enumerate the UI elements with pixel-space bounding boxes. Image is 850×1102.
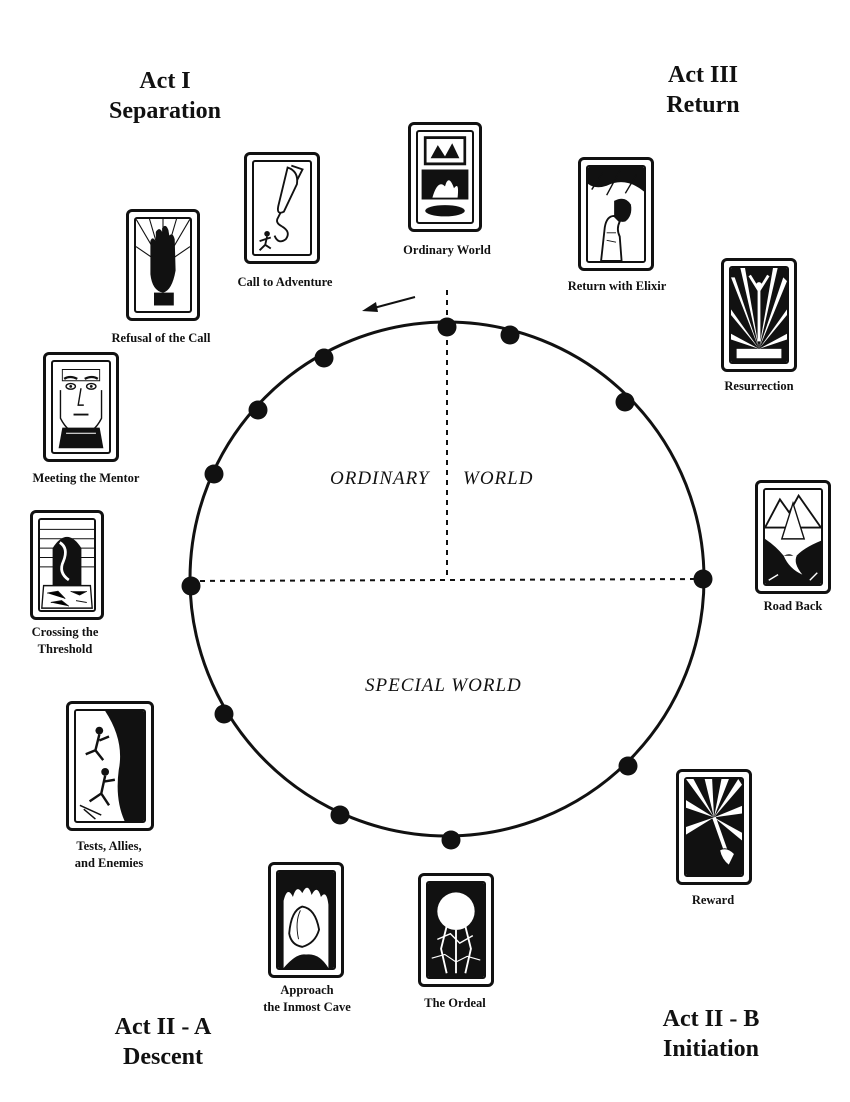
stage-dot: [501, 326, 520, 345]
special-world-label: SPECIAL WORLD: [365, 675, 522, 697]
ordinary-world-label: Ordinary World: [362, 242, 532, 259]
rising-figure-icon: [731, 268, 787, 362]
equator-divider: [190, 579, 703, 581]
act-2a-title: Act II - A: [88, 1012, 238, 1042]
stage-label-line: Resurrection: [684, 378, 834, 395]
refusal-of-the-call-label: Refusal of the Call: [86, 330, 236, 347]
resurrection-card: [721, 258, 797, 372]
stage-dot: [205, 465, 224, 484]
reward-label: Reward: [638, 892, 788, 909]
light-sword-icon: [686, 779, 742, 875]
stage-dot: [315, 349, 334, 368]
call-to-adventure-card: [244, 152, 320, 264]
elixir-hand-icon: [588, 167, 644, 261]
mountain-road-icon: [765, 490, 821, 584]
stage-label-line: Crossing the: [0, 624, 140, 641]
stage-dot: [619, 757, 638, 776]
stage-label-line: Call to Adventure: [210, 274, 360, 291]
ordinary-label-left: ORDINARY: [330, 468, 429, 490]
meeting-the-mentor-label: Meeting the Mentor: [6, 470, 166, 487]
direction-arrow: [362, 297, 415, 312]
crossing-the-threshold-card: [30, 510, 104, 620]
cave-mouth-icon: [278, 872, 334, 968]
stage-label-line: Meeting the Mentor: [6, 470, 166, 487]
raised-hand-icon: [136, 219, 190, 311]
stage-label-line: The Ordeal: [380, 995, 530, 1012]
stage-dot: [182, 577, 201, 596]
stage-dot: [438, 318, 457, 337]
stage-dot: [616, 393, 635, 412]
tests-allies-enemies-card: [66, 701, 154, 831]
ordinary-world-card: [408, 122, 482, 232]
act-2b-label: Act II - B Initiation: [636, 1004, 786, 1064]
stage-dots: [182, 318, 713, 850]
stage-dot: [331, 806, 350, 825]
stage-dot: [249, 401, 268, 420]
resurrection-label: Resurrection: [684, 378, 834, 395]
stage-label-line: Reward: [638, 892, 788, 909]
act-2b-title: Act II - B: [636, 1004, 786, 1034]
doorway-icon: [40, 520, 94, 610]
act-2b-subtitle: Initiation: [636, 1034, 786, 1064]
reward-card: [676, 769, 752, 885]
mentor-face-icon: [53, 362, 109, 452]
stage-dot: [442, 831, 461, 850]
stage-label-line: Ordinary World: [362, 242, 532, 259]
call-to-adventure-label: Call to Adventure: [210, 274, 360, 291]
approach-inmost-cave-card: [268, 862, 344, 978]
act-1-title: Act I: [90, 66, 240, 96]
tv-fire-icon: [418, 132, 472, 222]
road-back-label: Road Back: [718, 598, 850, 615]
stage-label-line: and Enemies: [34, 855, 184, 872]
the-ordeal-label: The Ordeal: [380, 995, 530, 1012]
stage-label-line: Tests, Allies,: [34, 838, 184, 855]
tests-allies-enemies-label: Tests, Allies,and Enemies: [34, 838, 184, 872]
act-3-label: Act III Return: [628, 60, 778, 120]
act-1-label: Act I Separation: [90, 66, 240, 126]
stage-label-line: the Inmost Cave: [232, 999, 382, 1016]
meeting-the-mentor-card: [43, 352, 119, 462]
ordinary-label-right: WORLD: [463, 468, 533, 490]
stage-dot: [694, 570, 713, 589]
orb-struggle-icon: [428, 883, 484, 977]
act-2a-label: Act II - A Descent: [88, 1012, 238, 1072]
return-with-elixir-card: [578, 157, 654, 271]
act-2a-subtitle: Descent: [88, 1042, 238, 1072]
refusal-of-the-call-card: [126, 209, 200, 321]
stage-label-line: Road Back: [718, 598, 850, 615]
the-ordeal-card: [418, 873, 494, 987]
road-back-card: [755, 480, 831, 594]
return-with-elixir-label: Return with Elixir: [542, 278, 692, 295]
act-3-title: Act III: [628, 60, 778, 90]
climbers-icon: [76, 711, 144, 821]
stage-label-line: Refusal of the Call: [86, 330, 236, 347]
horn-runner-icon: [254, 162, 310, 254]
stage-dot: [215, 705, 234, 724]
act-3-subtitle: Return: [628, 90, 778, 120]
stage-label-line: Approach: [232, 982, 382, 999]
stage-label-line: Threshold: [0, 641, 140, 658]
stage-label-line: Return with Elixir: [542, 278, 692, 295]
act-1-subtitle: Separation: [90, 96, 240, 126]
